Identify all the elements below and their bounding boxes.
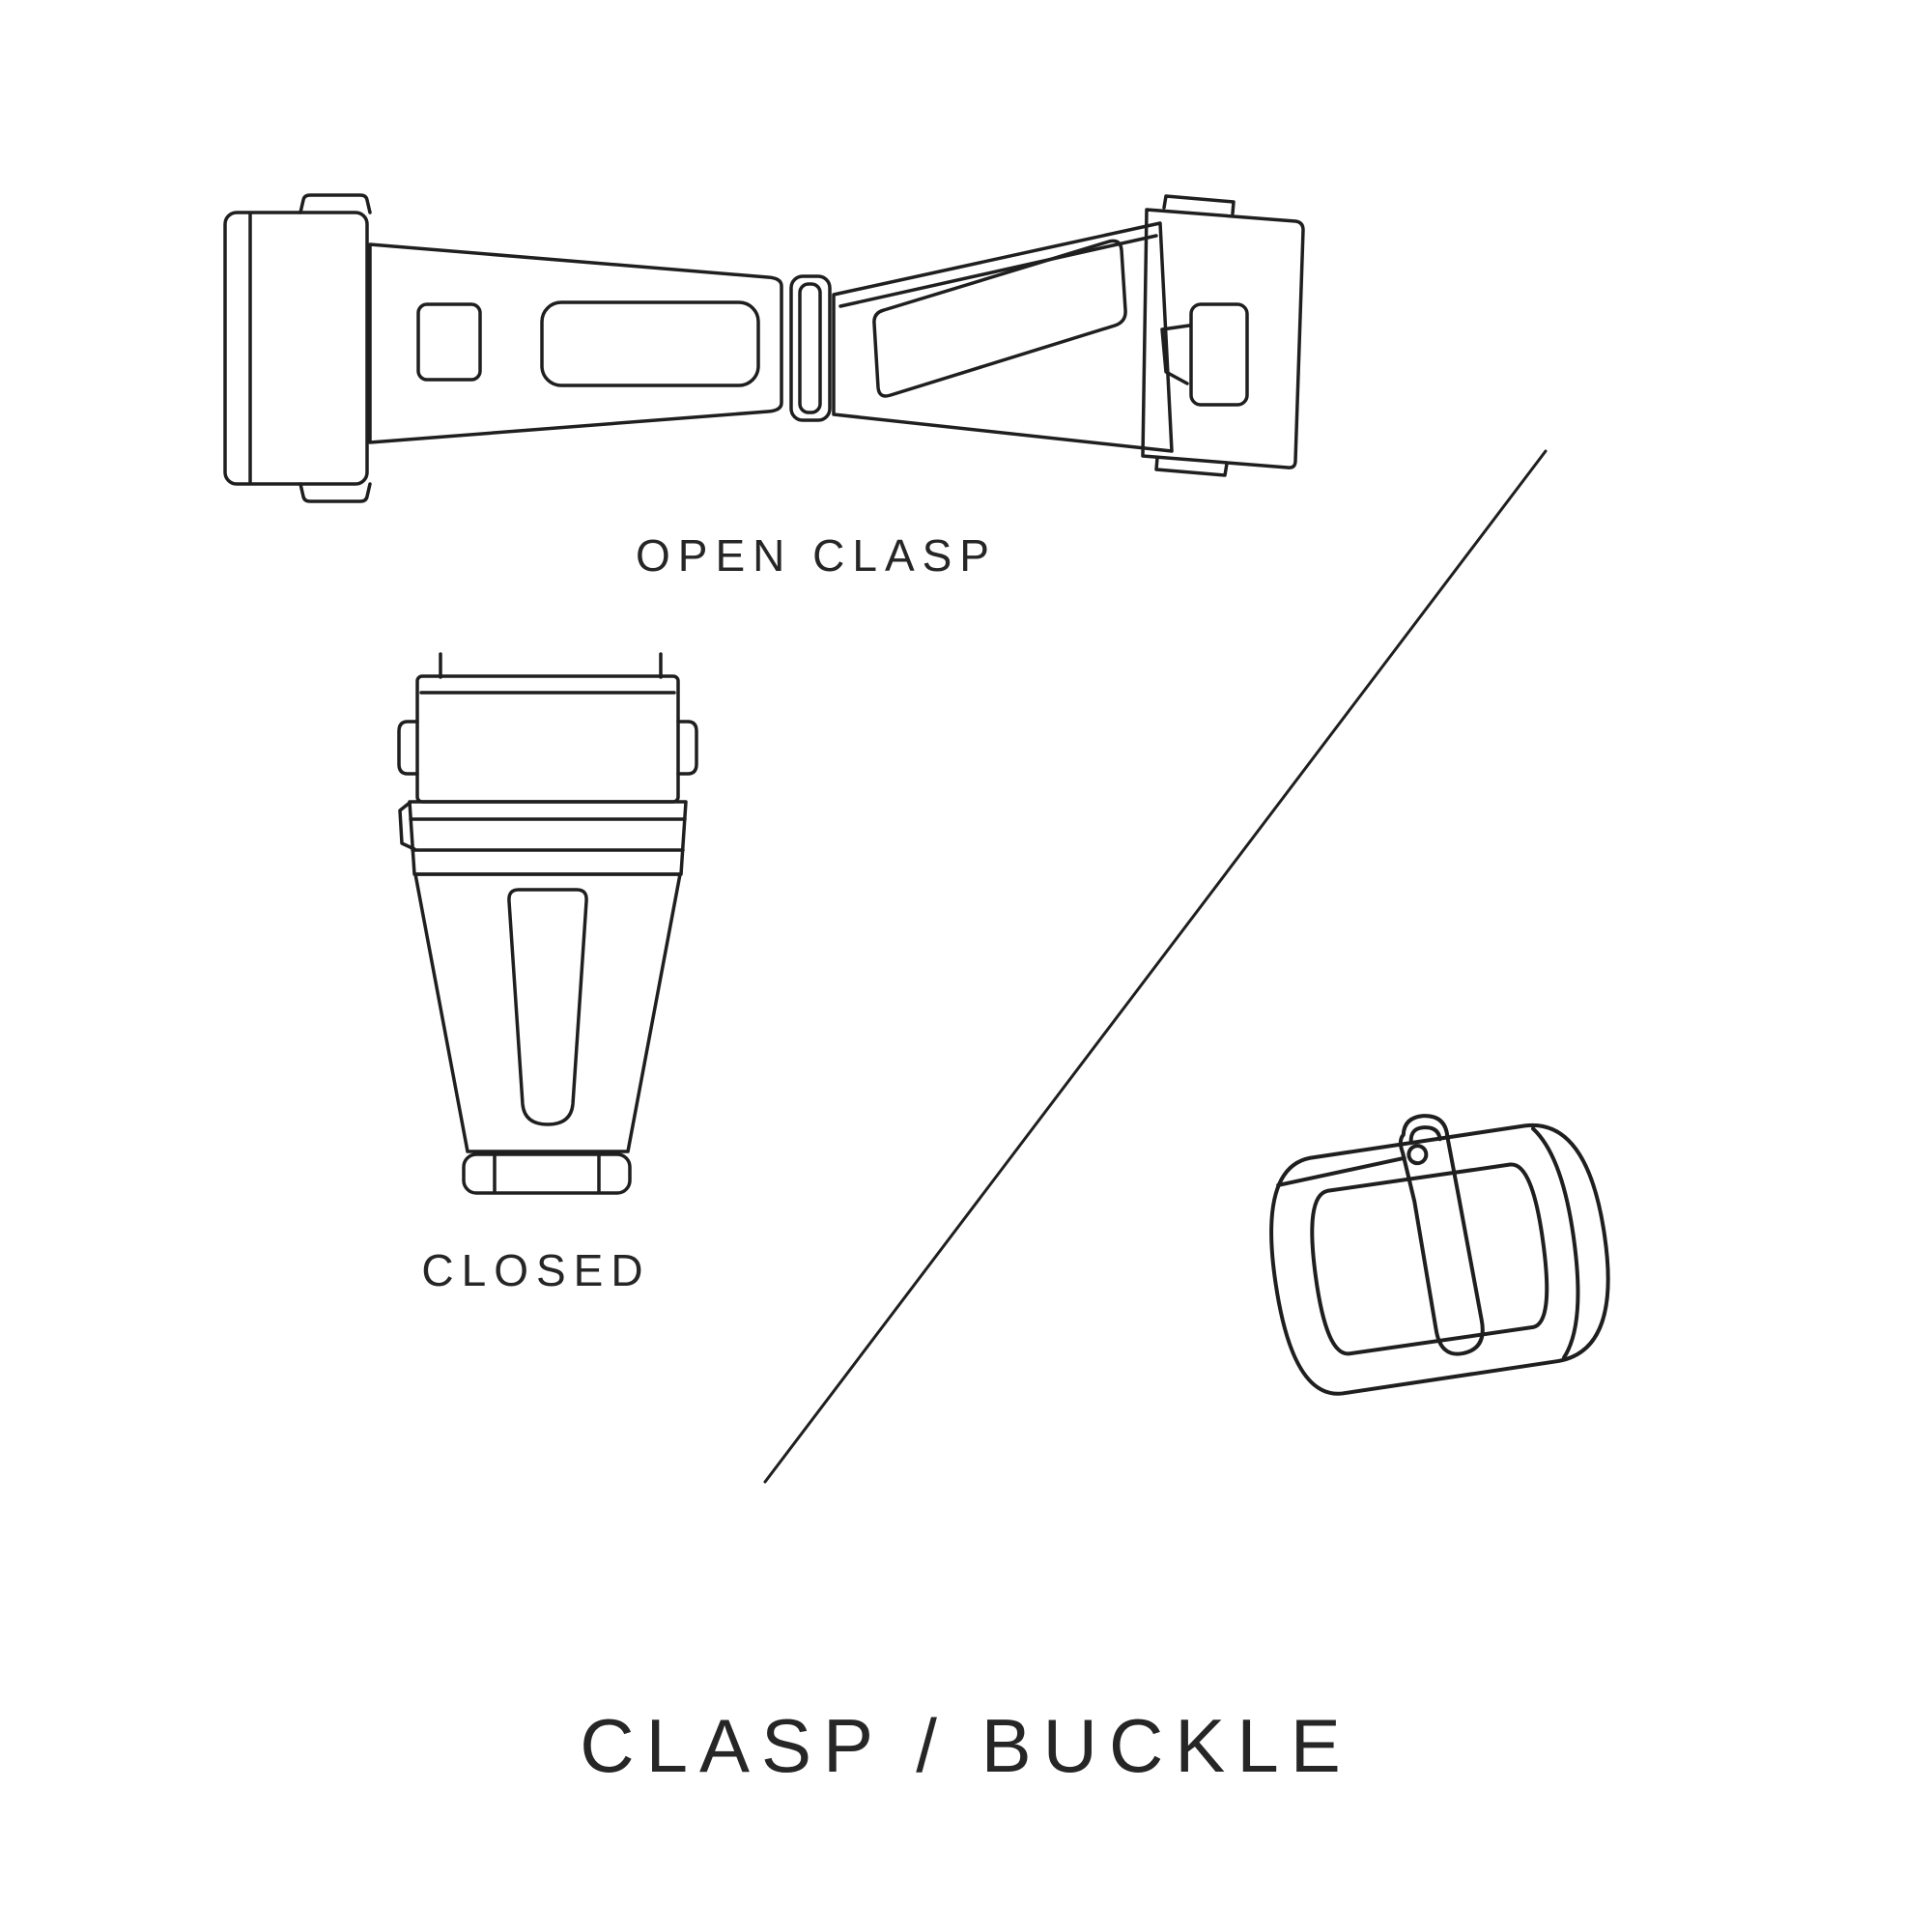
closed-clasp-illustration <box>397 652 698 1195</box>
closed-clasp-label: CLOSED <box>421 1245 651 1295</box>
open-clasp-label: OPEN CLASP <box>636 530 997 581</box>
page-title: CLASP / BUCKLE <box>580 1703 1352 1788</box>
open-clasp-illustration <box>223 193 1305 503</box>
tang-buckle-illustration <box>1269 1114 1610 1396</box>
